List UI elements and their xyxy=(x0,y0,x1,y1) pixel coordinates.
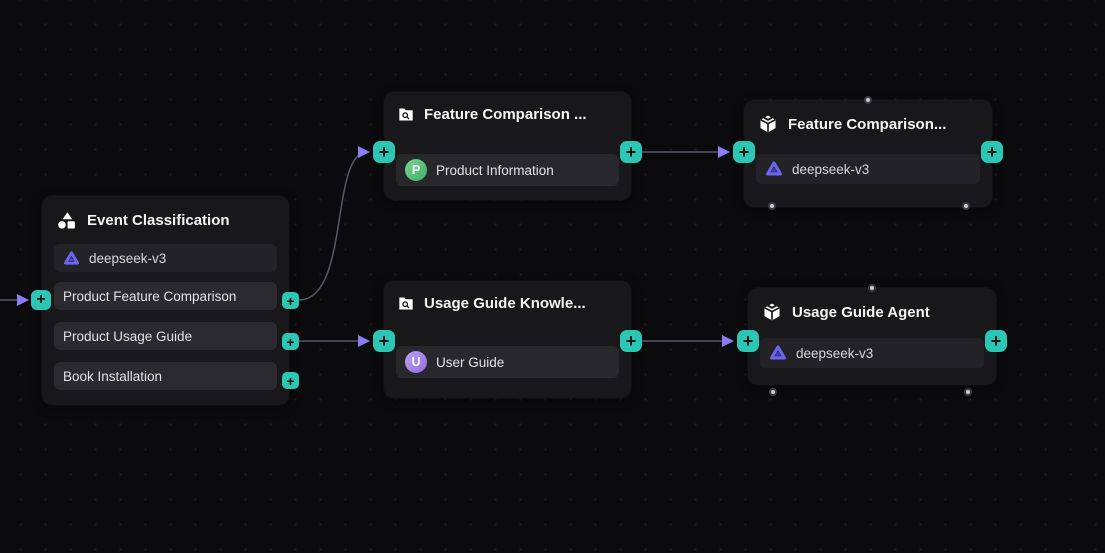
agent-box-icon xyxy=(762,302,782,322)
dataset-avatar: U xyxy=(405,351,427,373)
class-row-feature-comparison[interactable]: Product Feature Comparison xyxy=(54,282,277,310)
plus-icon: + xyxy=(738,142,750,162)
plus-handle-class-feature-comparison[interactable]: + xyxy=(282,292,299,309)
model-name: deepseek-v3 xyxy=(792,161,870,177)
model-name: deepseek-v3 xyxy=(796,345,874,361)
plus-handle-feature-knowledge-output[interactable]: + xyxy=(620,141,642,163)
plus-icon: + xyxy=(286,372,295,389)
node-event-classification[interactable]: Event Classification deepseek-v3 Product… xyxy=(42,196,289,405)
node-title: Event Classification xyxy=(87,212,230,229)
model-selector[interactable]: deepseek-v3 xyxy=(760,338,984,368)
knowledge-retrieval-icon xyxy=(398,107,414,122)
selection-handle-dot[interactable] xyxy=(962,202,970,210)
node-title: Usage Guide Knowle... xyxy=(424,295,586,312)
plus-icon: + xyxy=(36,291,46,308)
plus-icon: + xyxy=(286,333,295,350)
node-title: Feature Comparison... xyxy=(788,115,947,133)
deepseek-logo-icon xyxy=(63,250,80,267)
plus-icon: + xyxy=(378,142,390,162)
plus-handle-feature-agent-output[interactable]: + xyxy=(981,141,1003,163)
plus-icon: + xyxy=(286,292,295,309)
class-label: Product Usage Guide xyxy=(63,328,193,344)
knowledge-retrieval-icon xyxy=(398,296,414,311)
plus-icon: + xyxy=(742,331,754,351)
node-usage-guide-agent[interactable]: Usage Guide Agent deepseek-v3 xyxy=(748,288,996,385)
agent-box-icon xyxy=(758,114,778,134)
selection-handle-dot[interactable] xyxy=(864,96,872,104)
selection-handle-dot[interactable] xyxy=(768,202,776,210)
node-title: Usage Guide Agent xyxy=(792,303,930,321)
class-label: Product Feature Comparison xyxy=(63,288,237,304)
plus-handle-feature-knowledge-input[interactable]: + xyxy=(373,141,395,163)
plus-handle-usage-knowledge-input[interactable]: + xyxy=(373,330,395,352)
node-title: Feature Comparison ... xyxy=(424,106,587,123)
node-feature-comparison-knowledge[interactable]: Feature Comparison ... P Product Informa… xyxy=(384,92,631,200)
plus-handle-usage-knowledge-output[interactable]: + xyxy=(620,330,642,352)
model-selector[interactable]: deepseek-v3 xyxy=(756,154,980,184)
plus-handle-feature-agent-input[interactable]: + xyxy=(733,141,755,163)
class-row-book-installation[interactable]: Book Installation xyxy=(54,362,277,390)
plus-handle-class-usage-guide[interactable]: + xyxy=(282,333,299,350)
dataset-name: User Guide xyxy=(436,354,505,370)
dataset-avatar: P xyxy=(405,159,427,181)
dataset-name: Product Information xyxy=(436,162,554,178)
class-label: Book Installation xyxy=(63,368,163,384)
selection-handle-dot[interactable] xyxy=(868,284,876,292)
classifier-icon xyxy=(56,210,77,231)
plus-handle-usage-agent-output[interactable]: + xyxy=(985,330,1007,352)
plus-icon: + xyxy=(625,142,637,162)
dataset-row-product-information[interactable]: P Product Information xyxy=(396,154,619,186)
plus-handle-event-classification-input[interactable]: + xyxy=(31,290,51,310)
node-feature-comparison-agent[interactable]: Feature Comparison... deepseek-v3 xyxy=(744,100,992,207)
node-usage-guide-knowledge[interactable]: Usage Guide Knowle... U User Guide xyxy=(384,281,631,398)
plus-handle-usage-agent-input[interactable]: + xyxy=(737,330,759,352)
plus-icon: + xyxy=(986,142,998,162)
selection-handle-dot[interactable] xyxy=(769,388,777,396)
model-name: deepseek-v3 xyxy=(89,250,167,266)
model-selector[interactable]: deepseek-v3 xyxy=(54,244,277,272)
plus-icon: + xyxy=(625,331,637,351)
deepseek-logo-icon xyxy=(765,160,783,178)
plus-icon: + xyxy=(990,331,1002,351)
dataset-row-user-guide[interactable]: U User Guide xyxy=(396,346,619,378)
edge-feature-comparison-class-to-knowledge[interactable] xyxy=(298,146,370,301)
deepseek-logo-icon xyxy=(769,344,787,362)
plus-handle-class-book-installation[interactable]: + xyxy=(282,372,299,389)
plus-icon: + xyxy=(378,331,390,351)
class-row-usage-guide[interactable]: Product Usage Guide xyxy=(54,322,277,350)
selection-handle-dot[interactable] xyxy=(964,388,972,396)
